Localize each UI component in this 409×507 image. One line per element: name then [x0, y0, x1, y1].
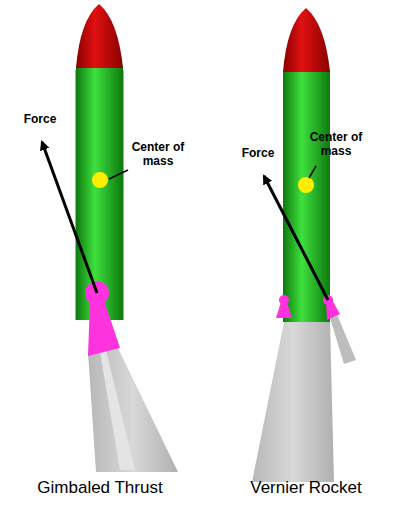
force-arrow — [264, 176, 328, 300]
main-exhaust — [252, 322, 334, 482]
rocket-body — [283, 70, 330, 322]
center-of-mass-dot — [298, 177, 314, 193]
center-of-mass-label: Center of mass — [126, 140, 190, 168]
gimbal-nozzle — [88, 300, 120, 356]
nose-cone — [76, 4, 123, 68]
vernier-exhaust — [330, 312, 356, 364]
exhaust-core — [100, 350, 135, 470]
caption: Gimbaled Thrust — [37, 478, 162, 498]
vernier-rocket — [252, 8, 356, 482]
leader-line — [109, 170, 128, 179]
center-of-mass-label: Center of mass — [304, 130, 368, 158]
force-arrow — [42, 142, 97, 293]
gimbaled-rocket — [42, 4, 178, 472]
nose-cone — [283, 8, 330, 72]
vernier-joint — [279, 295, 289, 305]
caption: Vernier Rocket — [250, 478, 362, 498]
leader-line — [309, 166, 316, 178]
force-label: Force — [18, 112, 62, 126]
rocket-body — [76, 66, 123, 320]
center-of-mass-dot — [92, 172, 108, 188]
exhaust-plume — [88, 344, 178, 472]
force-label: Force — [236, 146, 280, 160]
